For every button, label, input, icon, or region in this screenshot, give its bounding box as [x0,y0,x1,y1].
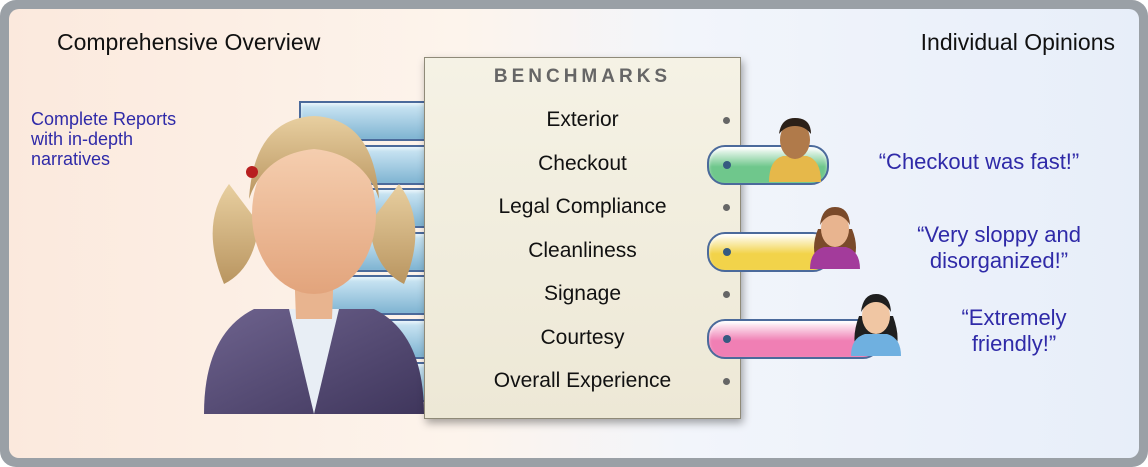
note-line-3: narratives [31,149,111,169]
benchmarks-title: BENCHMARKS [493,66,672,87]
quote-line: “Extremely [961,305,1067,330]
benchmark-item: Legal Compliance [498,195,667,218]
note-line-1: Complete Reports [31,109,177,129]
note-line-2: with in-depth [31,129,134,149]
benchmark-item: Courtesy [540,325,625,349]
female-user-avatar-icon [204,116,424,414]
quote-line: “Checkout was fast!” [878,149,1080,174]
opinion-quote-checkout: “Checkout was fast!” [844,149,1114,175]
benchmark-item: Cleanliness [528,238,637,262]
benchmark-dot [723,378,730,385]
female-user-avatar-icon [810,207,860,269]
benchmark-item: Checkout [538,151,627,175]
benchmark-item: Exterior [546,108,619,131]
connector-dot [723,334,731,343]
connector-dot [723,160,731,169]
benchmark-dot [723,204,730,211]
opinion-quote-cleanliness: “Very sloppy and disorganized!” [879,222,1119,274]
benchmark-dot [723,291,730,298]
diagram-panel: Comprehensive Overview Individual Opinio… [9,9,1139,458]
quote-line: disorganized!” [929,248,1069,273]
benchmark-item: Overall Experience [493,369,672,392]
quote-line: friendly!” [971,331,1057,356]
connector-dot [723,247,731,256]
female-user-avatar-icon [851,294,901,356]
complete-reports-note: Complete Reports with in-depth narrative… [31,109,281,169]
right-section-title: Individual Opinions [920,29,1115,55]
left-section-title: Comprehensive Overview [57,29,321,55]
benchmark-dot [723,117,730,124]
male-user-avatar-icon [769,118,821,182]
quote-line: “Very sloppy and [917,222,1081,247]
benchmark-item: Signage [543,282,622,305]
opinion-quote-courtesy: “Extremely friendly!” [914,305,1114,357]
